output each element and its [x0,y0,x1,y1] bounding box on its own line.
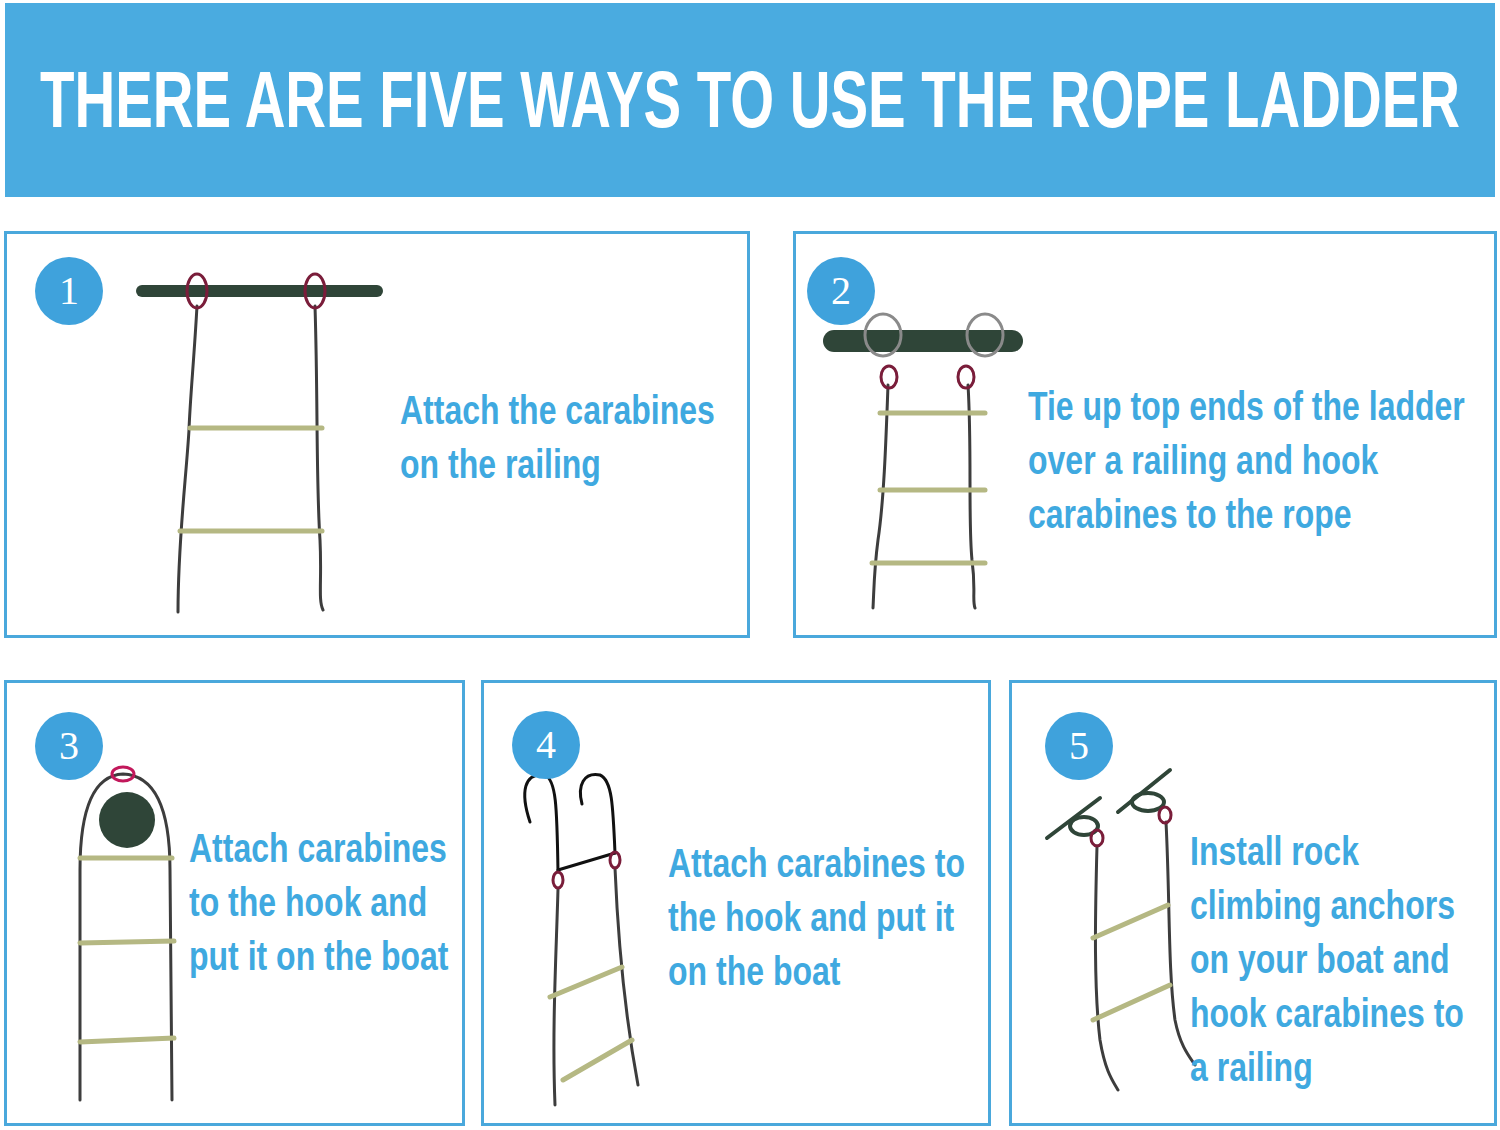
carabiner [112,767,134,781]
boat-hook [580,775,615,853]
rung [550,967,622,997]
carabiner [610,852,620,868]
rung [80,856,172,861]
carabiner [305,274,325,308]
carabiner [187,274,207,308]
instruction-text: Attach carabines to the hook and put it … [668,836,986,998]
carabiner [881,366,897,388]
rope-loop [865,314,901,356]
step-panel: Install rock climbing anchors on your bo… [1009,680,1497,1126]
step-number-circle: 5 [1045,712,1113,780]
step-number-circle: 1 [35,257,103,325]
instruction-text: Install rock climbing anchors on your bo… [1190,824,1490,1094]
hook-bar [558,853,615,870]
step-number-circle: 3 [35,712,103,780]
callout-number: 2 [831,271,851,311]
boat-hook [525,775,558,872]
anchor-ring [1132,793,1164,811]
rung [1093,905,1168,938]
instruction-text: Attach carabines to the hook and put it … [189,821,457,983]
rope [873,385,888,608]
rung [80,941,174,943]
step-panel: Attach carabines to the hook and put it … [4,680,465,1126]
step-panel: Attach carabines to the hook and put it … [481,680,991,1126]
step-panel: Tie up top ends of the ladder over a rai… [793,231,1497,638]
carabiner [1091,830,1103,846]
railing [142,285,377,297]
rung [80,1038,174,1042]
title-text: THERE ARE FIVE WAYS TO USE THE ROPE LADD… [40,54,1460,146]
carabiner [1159,807,1171,823]
railing [834,330,1012,352]
step-panel: Attach the carabines on the railing 1 [4,231,750,638]
rung [880,488,985,493]
rope [1095,846,1118,1090]
step-number-circle: 2 [807,257,875,325]
rope [615,868,638,1085]
hook-post [99,792,155,848]
step-number-circle: 4 [512,711,580,779]
rung [563,1040,632,1080]
rope [315,306,323,610]
rung [880,411,985,416]
rung [180,529,322,534]
callout-number: 5 [1069,726,1089,766]
carabiner [553,872,563,888]
callout-number: 1 [59,271,79,311]
instruction-text: Tie up top ends of the ladder over a rai… [1028,379,1488,541]
rung [1093,985,1170,1020]
rope [80,774,172,1100]
rung [872,561,985,566]
callout-number: 3 [59,726,79,766]
rope [968,385,975,608]
instruction-text: Attach the carabines on the railing [400,383,740,491]
carabiner [958,366,974,388]
callout-number: 4 [536,725,556,765]
rope [178,306,197,612]
title-band: THERE ARE FIVE WAYS TO USE THE ROPE LADD… [5,3,1495,197]
anchor-bolt [1118,770,1170,812]
rung [190,426,322,431]
rope-loop [967,314,1003,356]
